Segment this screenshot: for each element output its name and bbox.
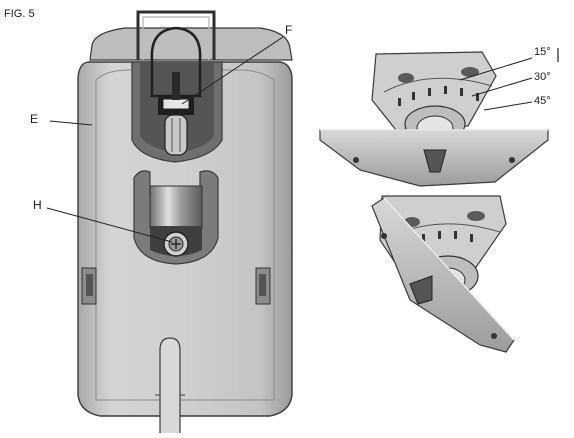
side-latch-right	[255, 267, 271, 305]
label-e: E	[30, 112, 39, 126]
label-h: H	[33, 198, 42, 212]
leader-h	[46, 207, 173, 243]
leader-45	[483, 101, 533, 111]
label-angle-15: 15°	[534, 46, 551, 58]
wire-clip	[136, 10, 216, 98]
side-latch-left	[81, 267, 97, 305]
bevel-view-tilted	[371, 195, 515, 353]
figure-title: FIG. 5	[4, 8, 35, 20]
screw	[163, 231, 189, 257]
leader-e	[49, 120, 93, 126]
leader-30	[471, 77, 533, 97]
label-f: F	[285, 23, 293, 37]
label-angle-30: 30°	[534, 71, 551, 83]
lever-mechanism	[158, 72, 194, 156]
leader-15	[459, 57, 533, 81]
label-angle-45: 45°	[534, 95, 551, 107]
leader-f	[181, 36, 284, 105]
bevel-view-level	[319, 51, 549, 187]
